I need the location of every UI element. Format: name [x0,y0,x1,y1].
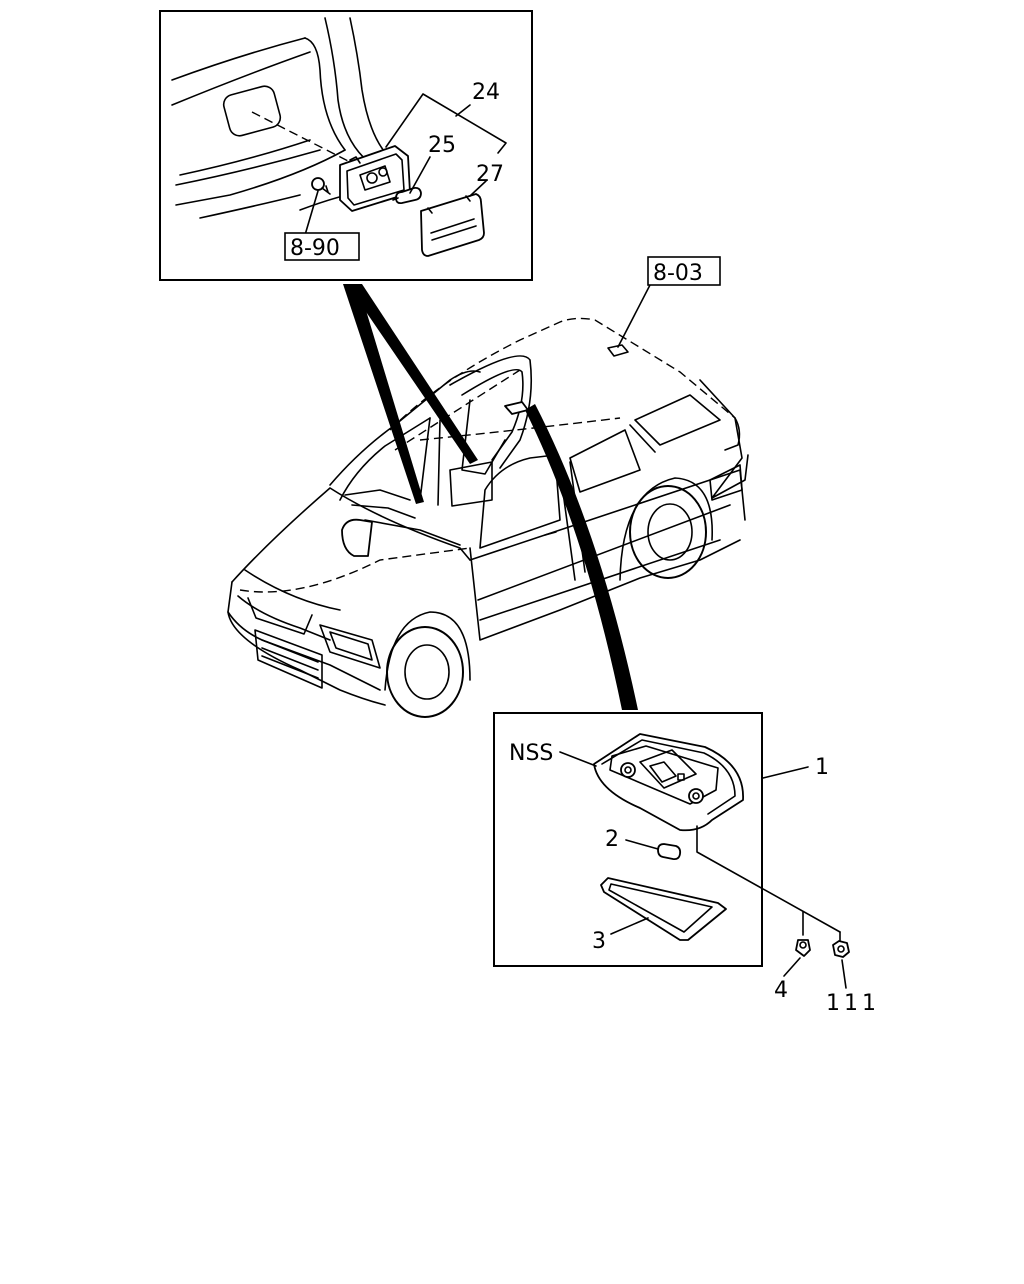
callout-1: 1 [815,755,829,780]
screw-part-4 [795,939,811,957]
door-panel-outline [171,17,393,219]
callout-25: 25 [428,133,456,158]
ref-8-90: 8-90 [290,236,340,261]
top-detail-panel: 24 25 27 8-90 [159,10,533,281]
fastener-callouts: 4 111 [696,825,880,1016]
bulb-part-25 [392,186,422,205]
screw-icon [311,177,331,195]
callout-3: 3 [592,929,606,954]
callout-2: 2 [605,827,619,852]
pointer-lines-top [343,284,478,504]
dome-lamp-assembly-part-1 [593,733,744,832]
lamp-housing-part-24 [339,145,411,212]
callout-24: 24 [472,80,500,105]
bulb-part-2 [657,843,682,861]
callout-nss: NSS [509,741,553,766]
ref-8-03: 8-03 [653,261,703,286]
lens-part-27 [420,193,485,257]
nut-part-111 [832,940,850,958]
vehicle-illustration: 8-03 [227,256,749,718]
bottom-detail-panel: NSS 1 2 3 [493,712,829,967]
pointer-line-bottom [525,404,638,710]
callout-111: 111 [826,991,880,1016]
callout-4: 4 [774,978,788,1003]
lens-part-3 [600,877,727,941]
callout-27: 27 [476,162,504,187]
